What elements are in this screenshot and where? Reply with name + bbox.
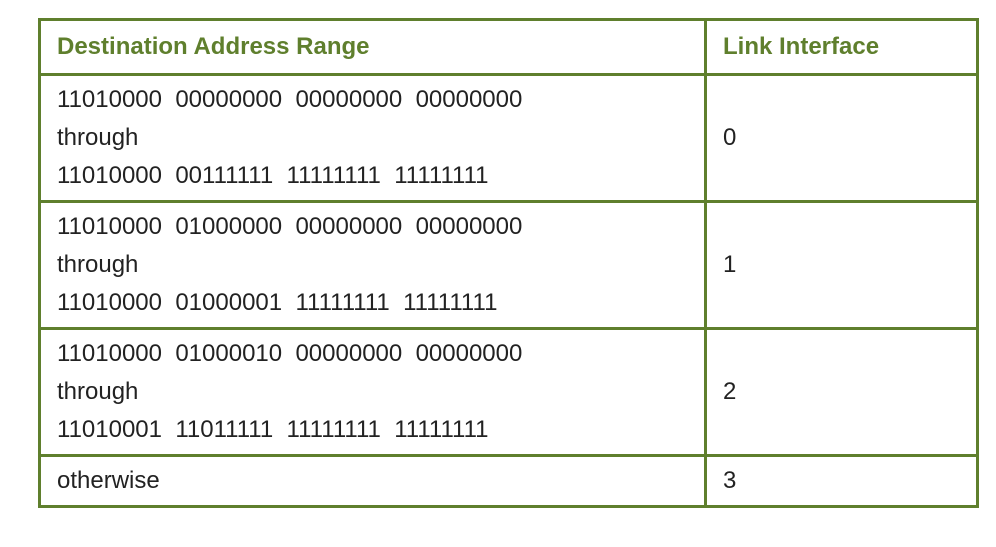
range-start: 11010000 01000010 00000000 00000000 [57, 340, 523, 367]
range-end: 11010000 00111111 11111111 11111111 [57, 162, 489, 189]
link-interface-cell: 0 [704, 73, 979, 203]
table-row: 11010000 00000000 00000000 00000000 thro… [38, 73, 979, 203]
table-row-otherwise: otherwise 3 [38, 454, 979, 508]
forwarding-table-container: Destination Address Range Link Interface… [38, 18, 979, 508]
otherwise-cell: otherwise [38, 454, 707, 508]
range-through: through [57, 378, 139, 405]
table-row: 11010000 01000010 00000000 00000000 thro… [38, 327, 979, 457]
range-start: 11010000 00000000 00000000 00000000 [57, 86, 523, 113]
forwarding-table: Destination Address Range Link Interface… [38, 18, 979, 508]
header-destination-address-range: Destination Address Range [38, 18, 707, 76]
address-range-cell: 11010000 00000000 00000000 00000000 thro… [38, 73, 707, 203]
address-range-cell: 11010000 01000010 00000000 00000000 thro… [38, 327, 707, 457]
range-end: 11010001 11011111 11111111 11111111 [57, 416, 489, 443]
header-link-interface: Link Interface [704, 18, 979, 76]
range-end: 11010000 01000001 11111111 11111111 [57, 289, 498, 316]
address-range-cell: 11010000 01000000 00000000 00000000 thro… [38, 200, 707, 330]
range-through: through [57, 124, 139, 151]
header-row: Destination Address Range Link Interface [38, 18, 979, 76]
link-interface-cell: 1 [704, 200, 979, 330]
table-row: 11010000 01000000 00000000 00000000 thro… [38, 200, 979, 330]
range-through: through [57, 251, 139, 278]
range-start: 11010000 01000000 00000000 00000000 [57, 213, 523, 240]
link-interface-cell: 3 [704, 454, 979, 508]
link-interface-cell: 2 [704, 327, 979, 457]
